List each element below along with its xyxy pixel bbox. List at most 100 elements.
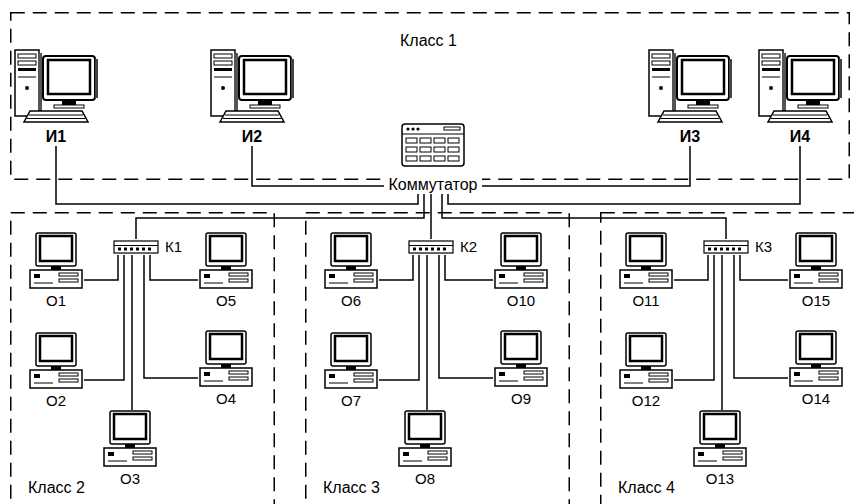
computer-icon xyxy=(620,233,672,288)
student-computer: О5 xyxy=(198,232,254,310)
cable-line xyxy=(252,146,384,186)
computer-label: О5 xyxy=(216,292,236,310)
cable-line xyxy=(379,255,419,380)
hub-label: К3 xyxy=(755,239,772,255)
computer-label: О7 xyxy=(341,392,361,410)
dashed-border xyxy=(601,213,854,504)
student-computer: О9 xyxy=(493,330,549,408)
computer-label: О12 xyxy=(632,392,660,410)
workstation-icon xyxy=(756,48,844,126)
student-computer: О10 xyxy=(493,232,549,310)
computer-label: О6 xyxy=(341,292,361,310)
hub-icon xyxy=(703,239,749,255)
computer-icon xyxy=(198,232,254,290)
computer-label: О15 xyxy=(802,292,830,310)
student-computer: О8 xyxy=(397,410,453,488)
computer-icon xyxy=(200,233,252,288)
computer-icon xyxy=(788,232,844,290)
hub-label: К1 xyxy=(165,239,182,255)
cable-line xyxy=(430,194,432,239)
cable-line xyxy=(439,255,493,378)
hub-icon xyxy=(409,241,453,253)
computer-icon xyxy=(323,332,379,390)
computer-label: О9 xyxy=(511,390,531,408)
computer-label: О14 xyxy=(802,390,830,408)
computer-icon xyxy=(28,232,84,290)
computer-icon xyxy=(323,232,379,290)
workstation: И1 xyxy=(12,48,100,146)
cable-line xyxy=(84,255,124,380)
cable-line xyxy=(740,255,788,280)
cable-line xyxy=(674,255,708,280)
cable-line xyxy=(482,146,690,186)
computer-label: И3 xyxy=(680,128,700,146)
network-hub: К1 xyxy=(113,239,182,255)
workstation-icon xyxy=(646,48,734,126)
computer-icon xyxy=(325,333,377,388)
cable-line xyxy=(150,255,198,280)
computer-icon xyxy=(198,330,254,388)
computer-icon xyxy=(493,232,549,290)
student-computer: О11 xyxy=(618,232,674,310)
computer-icon xyxy=(493,330,549,388)
workstation-icon xyxy=(649,50,732,122)
workstation-icon xyxy=(208,48,296,126)
class-zone: Класс 3К2О6О7О8О9О10 xyxy=(305,212,570,504)
computer-icon xyxy=(399,411,451,466)
computer-icon xyxy=(790,233,842,288)
hub-label: К2 xyxy=(460,239,477,255)
network-hub: К3 xyxy=(703,239,772,255)
computer-icon xyxy=(694,411,746,466)
cable-line xyxy=(84,255,118,280)
computer-icon xyxy=(692,410,748,468)
workstation-icon xyxy=(15,50,98,122)
workstation: И3 xyxy=(646,48,734,146)
computer-icon xyxy=(30,333,82,388)
class-zone: Класс 4К3О11О12О13О14О15 xyxy=(600,212,854,504)
cable-line xyxy=(721,255,723,410)
computer-label: О2 xyxy=(46,392,66,410)
hub-icon xyxy=(408,239,454,255)
hub-icon xyxy=(114,241,158,253)
computer-icon xyxy=(620,333,672,388)
workstation: И2 xyxy=(208,48,296,146)
computer-icon xyxy=(28,332,84,390)
cable-line xyxy=(136,194,424,239)
workstation-icon xyxy=(211,50,294,122)
cable-line xyxy=(144,255,198,378)
cable-line xyxy=(56,146,418,204)
computer-label: О3 xyxy=(120,470,140,488)
computer-icon xyxy=(102,410,158,468)
student-computer: О2 xyxy=(28,332,84,410)
computer-icon xyxy=(325,233,377,288)
dashed-border xyxy=(11,213,275,504)
computer-icon xyxy=(790,331,842,386)
cable-line xyxy=(442,194,726,239)
student-computer: О14 xyxy=(788,330,844,408)
class-zone: Класс 2К1О1О2О3О4О5 xyxy=(10,212,275,504)
dashed-border xyxy=(11,13,850,180)
switch-label: Коммутатор xyxy=(384,176,481,194)
cable-line xyxy=(131,255,133,410)
student-computer: О7 xyxy=(323,332,379,410)
cable-line xyxy=(379,255,413,280)
cable-line xyxy=(734,255,788,378)
cable-line xyxy=(448,146,800,204)
computer-label: О10 xyxy=(507,292,535,310)
computer-icon xyxy=(618,332,674,390)
zone-title: Класс 1 xyxy=(400,32,457,50)
student-computer: О12 xyxy=(618,332,674,410)
computer-icon xyxy=(200,331,252,386)
computer-icon xyxy=(495,233,547,288)
computer-icon xyxy=(618,232,674,290)
computer-label: О11 xyxy=(632,292,659,310)
switch-icon xyxy=(400,122,466,168)
network-switch: Коммутатор xyxy=(384,122,481,194)
computer-label: О13 xyxy=(706,470,734,488)
cable-line xyxy=(445,255,493,280)
computer-icon xyxy=(397,410,453,468)
student-computer: О4 xyxy=(198,330,254,408)
dashed-border xyxy=(306,213,570,504)
computer-icon xyxy=(495,331,547,386)
